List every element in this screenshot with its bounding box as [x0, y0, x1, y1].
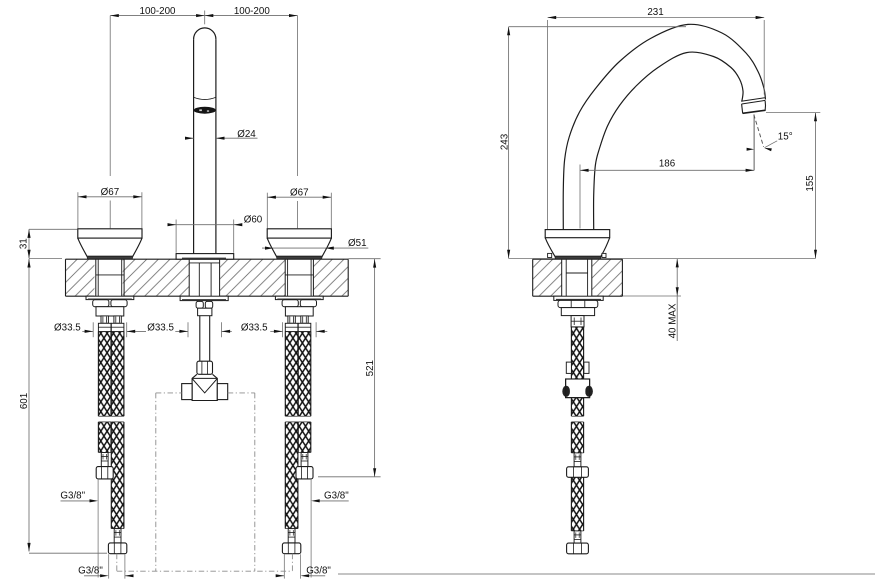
svg-text:Ø33.5: Ø33.5: [241, 322, 268, 333]
svg-text:155: 155: [805, 175, 816, 192]
svg-text:231: 231: [647, 7, 663, 18]
svg-text:Ø60: Ø60: [244, 215, 263, 226]
svg-text:G3/8": G3/8": [324, 490, 349, 501]
svg-text:100-200: 100-200: [140, 6, 177, 17]
svg-text:Ø24: Ø24: [237, 129, 256, 140]
svg-text:31: 31: [19, 238, 30, 249]
svg-text:15°: 15°: [778, 131, 793, 142]
svg-text:521: 521: [365, 360, 376, 376]
svg-text:186: 186: [659, 159, 676, 170]
svg-text:G3/8": G3/8": [60, 490, 85, 501]
svg-text:Ø33.5: Ø33.5: [54, 322, 81, 333]
svg-text:601: 601: [19, 393, 30, 409]
svg-text:100-200: 100-200: [234, 6, 271, 17]
svg-text:Ø67: Ø67: [101, 187, 120, 198]
svg-text:Ø33.5: Ø33.5: [147, 322, 174, 333]
svg-text:40 MAX: 40 MAX: [667, 303, 678, 338]
svg-text:243: 243: [500, 133, 511, 150]
svg-text:Ø51: Ø51: [348, 238, 367, 249]
svg-text:Ø67: Ø67: [290, 188, 309, 199]
svg-text:G3/8": G3/8": [306, 565, 331, 576]
svg-text:G3/8": G3/8": [78, 565, 103, 576]
